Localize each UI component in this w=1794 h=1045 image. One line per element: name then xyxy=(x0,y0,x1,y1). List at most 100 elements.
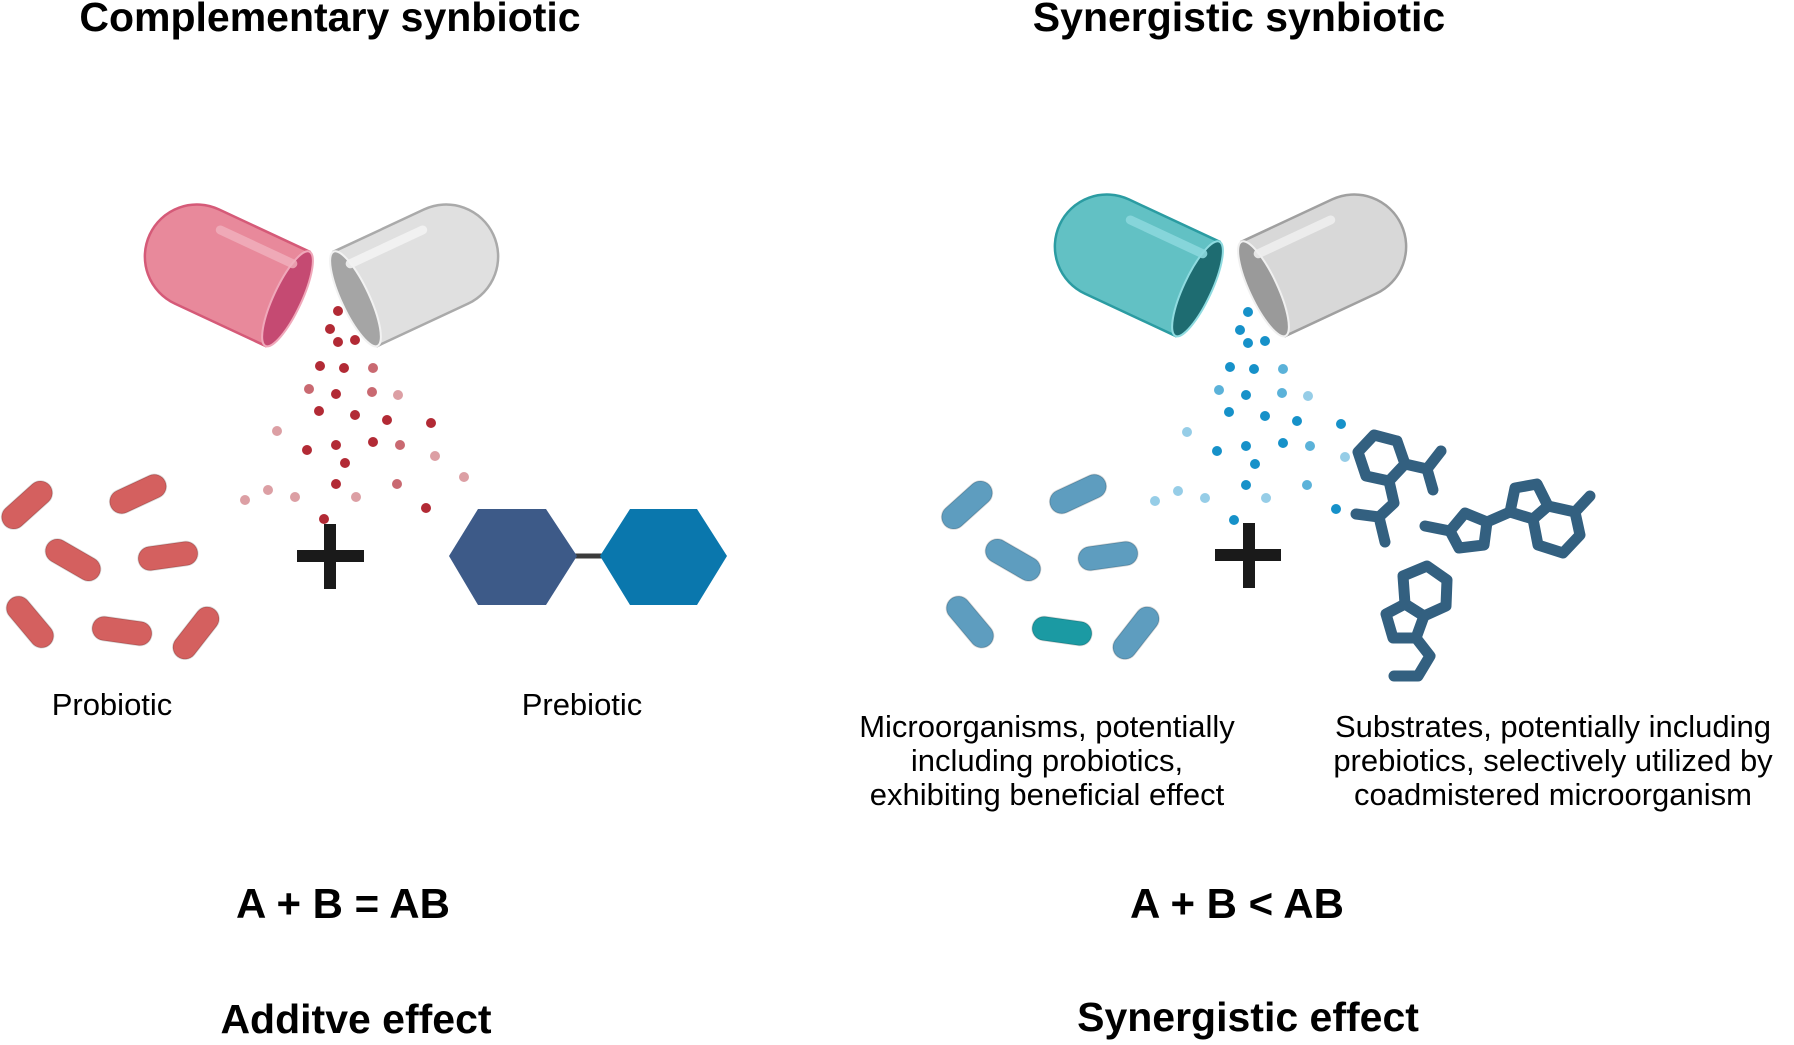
molecule-icon xyxy=(1350,429,1596,682)
particle-dot xyxy=(351,492,361,502)
particle-dot xyxy=(1331,504,1341,514)
particle-dot xyxy=(272,426,282,436)
bacteria-icon xyxy=(940,473,1160,660)
bacterium-rod xyxy=(1031,615,1093,647)
particle-dot xyxy=(1182,427,1192,437)
particle-dot xyxy=(1150,496,1160,506)
label-line: exhibiting beneficial effect xyxy=(869,777,1225,812)
particle-dot xyxy=(395,440,405,450)
bacterium-rod xyxy=(984,538,1042,582)
bacterium-rod xyxy=(1077,540,1139,572)
particle-dot xyxy=(1278,438,1288,448)
complementary-synbiotic-panel: Complementary synbiotic Probiotic Prebio… xyxy=(0,0,880,1045)
label-line: including probiotics, xyxy=(910,743,1184,778)
particle-dot xyxy=(393,390,403,400)
disaccharide-icon xyxy=(449,509,727,605)
particle-dot xyxy=(1292,416,1302,426)
complementary-illustration xyxy=(0,203,727,660)
label-line: Substrates, potentially including xyxy=(1335,709,1771,744)
synergistic-synbiotic-panel: Synergistic synbiotic Microorganisms, po… xyxy=(859,0,1794,1045)
particle-dot xyxy=(240,495,250,505)
bacterium-rod xyxy=(945,595,995,649)
particle-dot xyxy=(1241,480,1251,490)
capsule-icon xyxy=(329,203,500,348)
panel-title: Synergistic synbiotic xyxy=(1032,0,1446,40)
label-line: prebiotics, selectively utilized by xyxy=(1333,743,1773,778)
particle-dot xyxy=(430,451,440,461)
particle-dot xyxy=(340,458,350,468)
particle-dot xyxy=(1224,407,1234,417)
bacterium-rod xyxy=(1048,473,1108,515)
hexagon-b xyxy=(600,509,727,605)
particle-dot xyxy=(1243,307,1253,317)
prebiotic-label: Prebiotic xyxy=(521,687,643,722)
particle-dot xyxy=(1212,446,1222,456)
plus-icon xyxy=(297,524,364,589)
particle-dot xyxy=(1200,493,1210,503)
particle-dot xyxy=(1241,390,1251,400)
capsule-a-opening xyxy=(261,250,314,348)
capsule-b-opening xyxy=(329,250,382,348)
bacterium-rod xyxy=(172,606,220,660)
bacterium-rod xyxy=(0,480,54,530)
particle-dot xyxy=(1241,441,1251,451)
particle-dot xyxy=(315,361,325,371)
bacterium-rod xyxy=(1112,606,1160,660)
particle-dot xyxy=(1173,486,1183,496)
particle-dot xyxy=(1214,385,1224,395)
particle-dot xyxy=(333,337,343,347)
particle-dot xyxy=(304,384,314,394)
particle-dot xyxy=(1305,441,1315,451)
particle-dot xyxy=(302,445,312,455)
particle-dot xyxy=(333,306,343,316)
bacterium-rod xyxy=(940,480,994,530)
particle-dot xyxy=(421,503,431,513)
particle-dot xyxy=(392,479,402,489)
particle-dot xyxy=(1277,388,1287,398)
particle-dot xyxy=(1261,493,1271,503)
particle-dot xyxy=(1243,338,1253,348)
bacterium-rod xyxy=(44,538,102,582)
particle-dot xyxy=(1229,515,1239,525)
particle-dot xyxy=(331,440,341,450)
substrates-label: Substrates, potentially including prebio… xyxy=(1333,710,1772,812)
particle-dot xyxy=(426,418,436,428)
label-line: coadmistered microorganism xyxy=(1354,777,1752,812)
particle-dot xyxy=(325,324,335,334)
capsule-icon xyxy=(1237,193,1408,338)
effect-label: Synergistic effect xyxy=(1077,994,1419,1040)
particle-dot xyxy=(263,485,273,495)
particle-dot xyxy=(1303,391,1313,401)
particle-spray xyxy=(240,306,469,524)
particle-dot xyxy=(1278,364,1288,374)
particle-dot xyxy=(290,492,300,502)
particle-dot xyxy=(368,437,378,447)
particle-dot xyxy=(368,363,378,373)
particle-dot xyxy=(1225,362,1235,372)
label-line: Microorganisms, potentially xyxy=(859,709,1235,744)
particle-dot xyxy=(367,387,377,397)
plus-icon xyxy=(1215,523,1281,588)
bacterium-rod xyxy=(108,473,168,515)
bacterium-rod xyxy=(91,615,153,647)
particle-dot xyxy=(331,389,341,399)
particle-dot xyxy=(350,410,360,420)
capsule-icon xyxy=(143,203,314,348)
equation: A + B < AB xyxy=(1130,880,1344,927)
synergistic-illustration xyxy=(940,193,1596,682)
particle-dot xyxy=(1340,452,1350,462)
capsule-icon xyxy=(1053,193,1224,338)
particle-dot xyxy=(1260,336,1270,346)
particle-dot xyxy=(459,472,469,482)
particle-dot xyxy=(382,415,392,425)
particle-dot xyxy=(319,514,329,524)
bacteria-icon xyxy=(0,473,220,660)
effect-label: Additve effect xyxy=(220,996,492,1042)
particle-dot xyxy=(1249,364,1259,374)
probiotic-label: Probiotic xyxy=(51,687,173,722)
hexagon-a xyxy=(449,509,577,605)
particle-dot xyxy=(339,363,349,373)
particle-dot xyxy=(1260,411,1270,421)
particle-dot xyxy=(1336,419,1346,429)
